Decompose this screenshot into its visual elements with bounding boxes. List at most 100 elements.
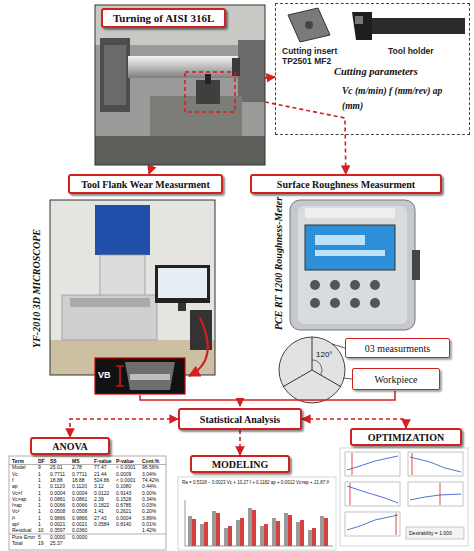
table-cell: 0.20% [142,508,156,514]
optimization-plots [340,448,468,546]
modeling-chart [272,518,276,546]
table-cell: 0.2621 [116,508,131,514]
modeling-chart [300,520,304,546]
desirability-note: Desirability = 1.000 [409,530,452,536]
roughness-meter [370,280,380,290]
step-box: Statistical Analysis [178,408,302,430]
table-cell: 0.0021 [72,521,87,527]
table-cell: 74.42% [142,477,159,483]
roughness-meter [290,200,420,330]
table-cell: 0.01% [142,521,156,527]
table-cell: f [12,477,13,483]
table-cell: 1 [38,496,41,502]
optimization-plots [440,483,441,505]
optimization-plots [406,527,464,539]
lathe-photo [95,136,265,165]
cutting-tool-images [305,21,313,29]
table-cell: 21.44 [94,471,107,477]
table-cell: 0.7711 [50,471,65,477]
parameter-box: Cutting insert TP2501 MF2Tool holderCutt… [275,3,470,135]
optimization-plots [350,483,351,505]
optimization-plots [345,512,400,536]
roughness-meter [315,250,385,256]
table-cell: ap² [12,521,19,527]
microscope-photo [62,295,157,340]
roughness-meter [305,208,395,218]
table-cell: 0.0508 [50,508,65,514]
modeling-chart [185,500,186,546]
table-cell: 10 [38,527,44,533]
flow-connector [239,430,241,455]
vb-inset [119,366,121,386]
step-box: OPTIMIZATION [350,428,462,446]
table-cell: 25.01 [50,464,63,470]
node-text: Workpiece [374,374,417,385]
leader-arrow [189,318,208,376]
table-cell: Vc×ap [12,496,26,502]
table-cell: 0.0584 [94,521,109,527]
table-cell: Model [12,464,26,470]
table-cell: 0.00% [142,490,156,496]
node-text: Statistical Analysis [200,414,280,425]
roughness-meter [330,280,340,290]
modeling-chart [236,520,240,546]
table-cell: 5 [38,534,41,540]
modeling-chart [308,530,312,546]
microscope-photo [100,255,145,297]
table-cell: 0.1822 [94,502,109,508]
step-box: ANOVA [30,437,110,455]
modeling-chart [264,524,268,546]
table-cell: 1 [38,502,41,508]
table-cell: 2.78 [72,464,82,470]
merge-lines [140,391,395,406]
table-cell: 0.0021 [50,521,65,527]
parameter-text: Vc (m/min) f (mm/rev) ap (mm) [342,84,464,114]
table-cell: 98.58% [142,464,159,470]
cutting-tool-images [352,12,372,40]
cutting-tool-images [288,8,465,42]
merge-lines [239,400,241,406]
lathe-photo [95,5,265,165]
optimization-plots [410,494,461,500]
table-cell: 1 [38,477,41,483]
workpiece-section [312,360,322,375]
modeling-chart [188,516,192,546]
node-text: ANOVA [52,441,87,452]
table-cell: 0.8140 [116,521,131,527]
table-header: P-value [116,458,134,464]
microscope-photo [50,200,215,375]
table-cell: 3.04% [142,471,156,477]
workpiece-section [343,378,352,379]
model-equation: Ra = 0.5318 − 0.0023 Vc + 10.27 f + 0.11… [182,480,332,486]
callout-box: Workpiece [352,368,440,390]
table-header: Term [12,458,24,464]
table-cell: 0.34% [142,496,156,502]
flow-connector [149,165,152,174]
modeling-chart [324,518,328,546]
table-cell: 0.9866 [50,515,65,521]
optimization-plots [408,452,463,476]
vb-inset [116,365,124,366]
flow-connector [265,102,346,174]
table-cell: 0.03% [142,502,156,508]
table-cell: 1 [38,515,41,521]
lathe-photo [100,38,130,112]
optimization-plots [396,513,397,535]
table-cell: 1 [38,521,41,527]
modeling-chart [216,513,220,546]
table-cell: 0.0000 [50,534,65,540]
vb-inset [116,385,124,386]
optimization-plots [347,456,398,470]
table-cell: < 0.0001 [116,477,136,483]
table-cell: 1 [38,490,41,496]
table-cell: 1.42% [142,527,156,533]
table-cell: 0.0009 [116,471,131,477]
table-header: SS [50,458,57,464]
workpiece-section [283,370,312,387]
modeling-chart [228,526,232,546]
table-header: Cont.% [142,458,159,464]
roughness-meter [370,298,380,308]
optimization-plots [352,453,353,475]
modeling-chart [212,511,216,546]
table-cell: 77.47 [94,464,107,470]
